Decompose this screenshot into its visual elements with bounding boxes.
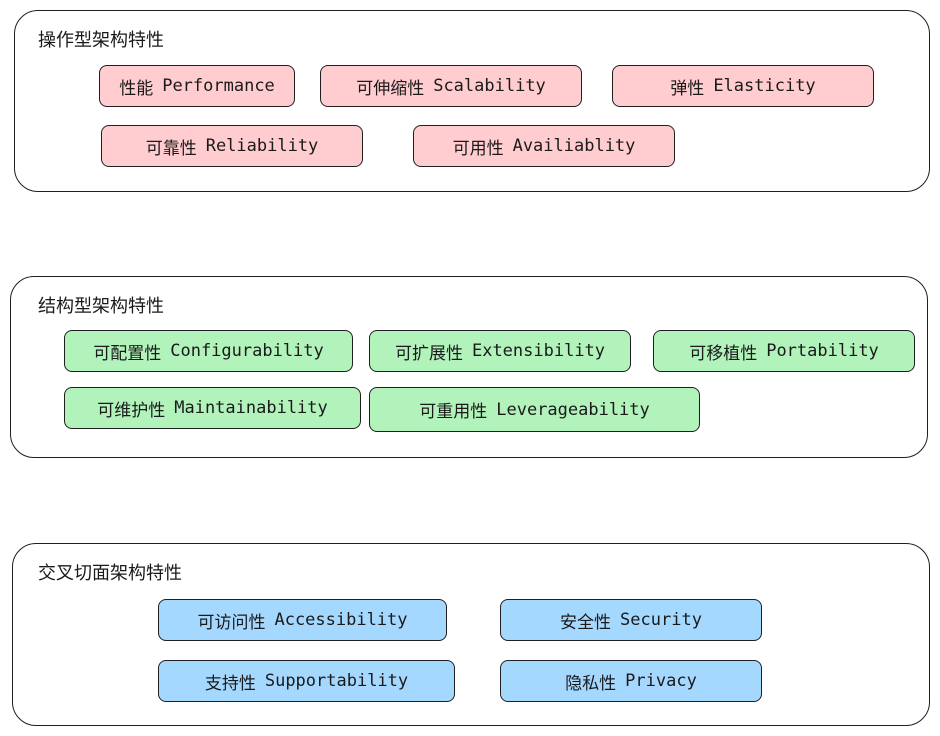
node-reliability[interactable]: 可靠性 Reliability — [101, 125, 363, 167]
node-maintainability[interactable]: 可维护性 Maintainability — [64, 387, 361, 429]
node-label-en: Supportability — [264, 671, 409, 691]
node-label-zh: 可配置性 — [93, 343, 162, 364]
node-performance[interactable]: 性能 Performance — [99, 65, 295, 107]
node-supportability[interactable]: 支持性 Supportability — [158, 660, 455, 702]
node-label-en: Performance — [162, 76, 275, 96]
cross-cutting-group-title: 交叉切面架构特性 — [38, 563, 182, 584]
node-label-en: Privacy — [625, 671, 697, 691]
node-label-zh: 隐私性 — [565, 673, 617, 694]
node-label-zh: 可靠性 — [145, 138, 197, 159]
node-label-en: Security — [620, 610, 702, 630]
node-label-zh: 可重用性 — [419, 402, 488, 422]
node-label-zh: 可访问性 — [197, 612, 266, 633]
operational-group-title: 操作型架构特性 — [38, 30, 164, 51]
node-label-en: Availiablity — [512, 136, 636, 156]
node-portability[interactable]: 可移植性 Portability — [653, 330, 915, 372]
node-label-en: Elasticity — [713, 76, 816, 96]
node-leverageability[interactable]: 可重用性 Leverageability — [369, 387, 700, 432]
node-security[interactable]: 安全性 Security — [500, 599, 762, 641]
node-label-en: Scalability — [433, 76, 546, 96]
node-configurability[interactable]: 可配置性 Configurability — [64, 330, 353, 372]
node-label-en: Leverageability — [496, 399, 650, 420]
node-extensibility[interactable]: 可扩展性 Extensibility — [369, 330, 631, 372]
node-label-en: Portability — [766, 341, 879, 361]
node-label-zh: 可移植性 — [689, 343, 758, 364]
node-label-en: Configurability — [170, 341, 324, 361]
node-label-zh: 可用性 — [452, 138, 504, 159]
node-label-en: Maintainability — [174, 398, 328, 418]
node-label-zh: 可伸缩性 — [356, 78, 425, 99]
node-elasticity[interactable]: 弹性 Elasticity — [612, 65, 874, 107]
node-label-en: Reliability — [205, 136, 319, 156]
node-label-en: Extensibility — [471, 341, 606, 361]
node-label-zh: 可扩展性 — [394, 343, 463, 364]
node-accessibility[interactable]: 可访问性 Accessibility — [158, 599, 447, 641]
node-label-zh: 支持性 — [204, 673, 256, 694]
node-label-zh: 可维护性 — [97, 400, 166, 421]
node-label-zh: 性能 — [119, 78, 154, 99]
node-label-en: Accessibility — [274, 610, 408, 630]
node-scalability[interactable]: 可伸缩性 Scalability — [320, 65, 582, 107]
structural-group-title: 结构型架构特性 — [38, 296, 164, 317]
node-label-zh: 安全性 — [560, 612, 612, 633]
node-label-zh: 弹性 — [670, 78, 705, 99]
node-availability[interactable]: 可用性 Availiablity — [413, 125, 675, 167]
node-privacy[interactable]: 隐私性 Privacy — [500, 660, 762, 702]
